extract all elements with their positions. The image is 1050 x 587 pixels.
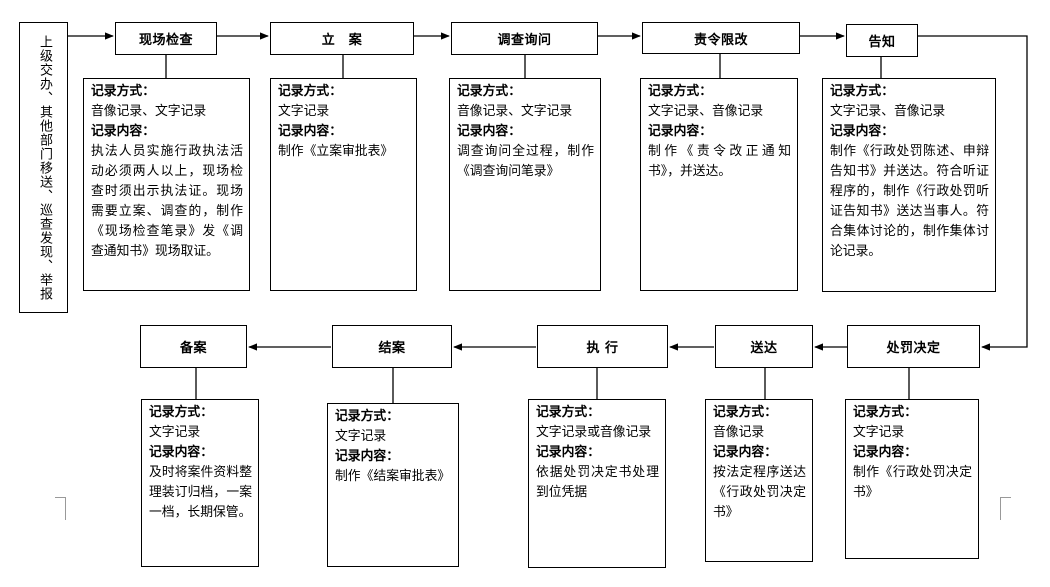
content-value: 制作《行政处罚决定书》 (853, 465, 972, 500)
content-value: 执法人员实施行政执法活动必须两人以上，现场检查时须出示执法证。现场需要立案、调查… (91, 144, 243, 259)
step-label: 现场检查 (138, 33, 193, 48)
margin-corner-left (55, 497, 66, 520)
method-label: 记录方式： (648, 84, 712, 99)
content-label: 记录内容： (536, 445, 600, 460)
method-value: 文字记录或音像记录 (536, 425, 652, 440)
note-execution: 记录方式： 文字记录或音像记录 记录内容： 依据处罚决定书处理到位凭据 (528, 399, 666, 568)
source-text: 上级交办、其他部门移送、巡查发现、举报 (36, 34, 52, 301)
source-box: 上级交办、其他部门移送、巡查发现、举报 (19, 22, 68, 313)
method-label: 记录方式： (91, 84, 155, 99)
content-label: 记录内容： (335, 449, 399, 464)
method-value: 音像记录、文字记录 (457, 104, 573, 119)
method-value: 音像记录 (713, 425, 765, 440)
method-label: 记录方式： (536, 405, 600, 420)
content-label: 记录内容： (853, 445, 917, 460)
content-value: 调查询问全过程，制作《调查询问笔录》 (457, 144, 594, 179)
step-archiving: 备案 (140, 325, 247, 368)
note-delivery: 记录方式： 音像记录 记录内容： 按法定程序送达《行政处罚决定书》 (705, 399, 813, 562)
step-label: 责令限改 (693, 32, 748, 48)
method-value: 文字记录、音像记录 (830, 104, 946, 119)
method-label: 记录方式： (830, 84, 894, 99)
content-value: 依据处罚决定书处理到位凭据 (536, 465, 659, 500)
content-value: 及时将案件资料整理装订归档，一案一档，长期保管。 (149, 465, 252, 520)
step-investigation: 调查询问 (451, 22, 598, 55)
note-investigation: 记录方式： 音像记录、文字记录 记录内容： 调查询问全过程，制作《调查询问笔录》 (449, 78, 601, 291)
step-label: 处罚决定 (886, 341, 941, 356)
note-case-filing: 记录方式： 文字记录 记录内容： 制作《立案审批表》 (270, 78, 417, 291)
method-label: 记录方式： (335, 409, 399, 424)
method-label: 记录方式： (853, 405, 917, 420)
note-archiving: 记录方式： 文字记录 记录内容： 及时将案件资料整理装订归档，一案一档，长期保管… (141, 399, 259, 567)
method-label: 记录方式： (713, 405, 777, 420)
content-value: 制作《结案审批表》 (335, 469, 451, 484)
content-label: 记录内容： (278, 124, 342, 139)
content-label: 记录内容： (91, 124, 155, 139)
method-value: 文字记录、音像记录 (648, 104, 764, 119)
step-delivery: 送达 (715, 325, 813, 368)
step-label: 备案 (179, 341, 207, 356)
note-penalty-decision: 记录方式： 文字记录 记录内容： 制作《行政处罚决定书》 (845, 399, 979, 559)
step-label: 调查询问 (497, 33, 552, 48)
content-label: 记录内容： (149, 445, 213, 460)
step-label: 结案 (378, 341, 406, 356)
method-value: 文字记录 (149, 425, 201, 440)
method-value: 文字记录 (278, 104, 330, 119)
step-onsite-inspection: 现场检查 (115, 22, 217, 55)
content-value: 制作《行政处罚陈述、申辩告知书》并送达。符合听证程序的，制作《行政处罚听证告知书… (830, 144, 989, 259)
method-value: 音像记录、文字记录 (91, 104, 207, 119)
note-case-closing: 记录方式： 文字记录 记录内容： 制作《结案审批表》 (327, 403, 459, 567)
content-value: 制作《责令改正通知书》，并送达。 (648, 144, 791, 179)
step-label: 立 案 (321, 33, 363, 48)
step-execution: 执 行 (537, 325, 668, 368)
note-onsite-inspection: 记录方式： 音像记录、文字记录 记录内容： 执法人员实施行政执法活动必须两人以上… (83, 78, 250, 291)
method-value: 文字记录 (853, 425, 905, 440)
margin-corner-right (1000, 497, 1011, 520)
content-label: 记录内容： (648, 124, 712, 139)
content-value: 按法定程序送达《行政处罚决定书》 (713, 465, 806, 520)
step-label: 告知 (868, 35, 896, 50)
step-case-closing: 结案 (332, 325, 452, 368)
note-rectification-order: 记录方式： 文字记录、音像记录 记录内容： 制作《责令改正通知书》，并送达。 (640, 78, 798, 291)
step-label: 执 行 (586, 341, 619, 356)
content-label: 记录内容： (830, 124, 894, 139)
step-notification: 告知 (846, 24, 918, 57)
step-penalty-decision: 处罚决定 (847, 325, 980, 368)
note-notification: 记录方式： 文字记录、音像记录 记录内容： 制作《行政处罚陈述、申辩告知书》并送… (822, 78, 996, 292)
method-value: 文字记录 (335, 429, 387, 444)
step-rectification-order: 责令限改 (642, 22, 800, 54)
method-label: 记录方式： (278, 84, 342, 99)
step-case-filing: 立 案 (270, 22, 414, 55)
content-label: 记录内容： (457, 124, 521, 139)
method-label: 记录方式： (149, 405, 213, 420)
content-label: 记录内容： (713, 445, 777, 460)
content-value: 制作《立案审批表》 (278, 144, 394, 159)
method-label: 记录方式： (457, 84, 521, 99)
step-label: 送达 (750, 341, 778, 356)
